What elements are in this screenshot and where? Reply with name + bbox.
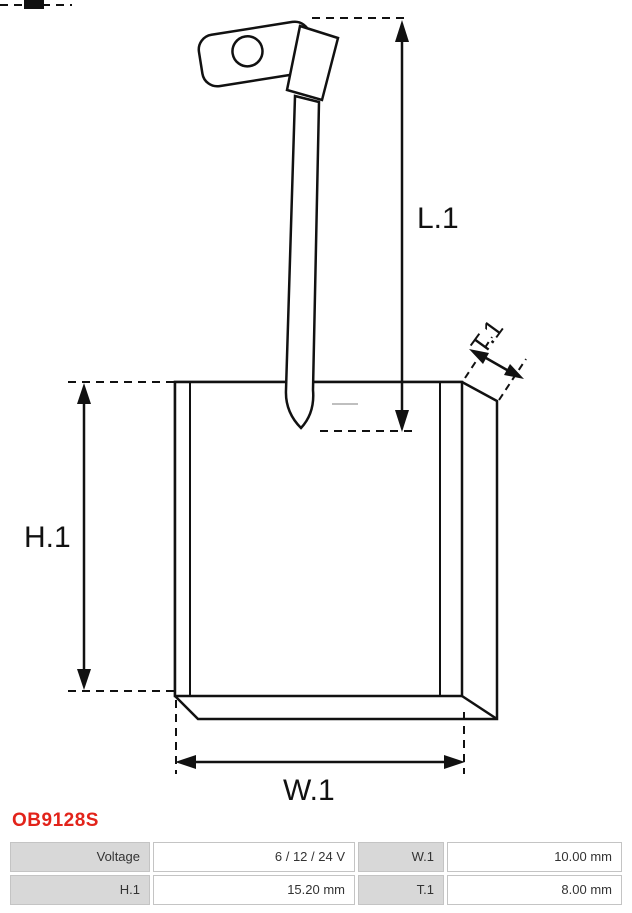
- brush-body: [173, 380, 499, 721]
- spec-label-voltage: Voltage: [10, 842, 150, 872]
- h1-label: H.1: [24, 521, 71, 554]
- terminal-lug: [197, 20, 340, 102]
- lead-wire: [284, 94, 321, 430]
- spec-label-t1: T.1: [358, 875, 444, 905]
- specs-table: Voltage 6 / 12 / 24 V W.1 10.00 mm H.1 1…: [10, 842, 622, 905]
- technical-drawing: L.1 H.1 W.1 T.1: [0, 0, 527, 807]
- wire-crimp: [285, 24, 340, 102]
- spec-value-t1: 8.00 mm: [447, 875, 622, 905]
- l1-label: L.1: [417, 202, 459, 235]
- part-number: OB9128S: [12, 810, 99, 831]
- spec-value-w1: 10.00 mm: [447, 842, 622, 872]
- w1-label: W.1: [283, 774, 335, 807]
- spec-label-h1: H.1: [10, 875, 150, 905]
- dimension-l1: L.1: [312, 17, 459, 432]
- spec-value-voltage: 6 / 12 / 24 V: [153, 842, 355, 872]
- spec-value-h1: 15.20 mm: [153, 875, 355, 905]
- dimension-w1: W.1: [175, 700, 465, 807]
- t1-label: T.1: [465, 314, 510, 360]
- terminal-hole: [231, 35, 264, 68]
- dimension-h1: H.1: [24, 381, 186, 692]
- spec-label-w1: W.1: [358, 842, 444, 872]
- crop-mark: [0, 0, 72, 9]
